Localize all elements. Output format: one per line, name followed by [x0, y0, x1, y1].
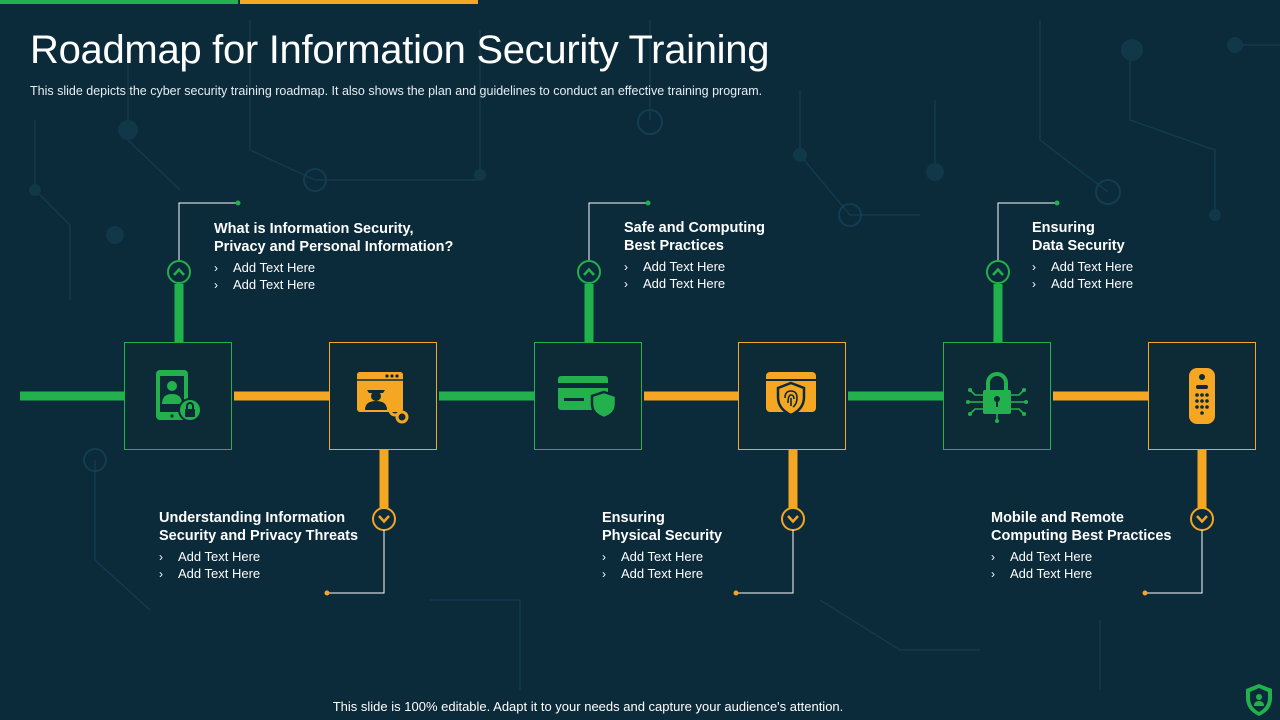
remote-control-icon	[1189, 368, 1215, 424]
step-box-1	[124, 342, 232, 450]
step-title-line: Privacy and Personal Information?	[214, 239, 454, 255]
top-connector-3	[986, 200, 1060, 342]
list-item: ›Add Text Here	[602, 549, 704, 564]
list-item: ›Add Text Here	[159, 549, 261, 564]
step-title-line: Understanding Information	[159, 510, 346, 526]
browser-hacker-icon	[357, 372, 409, 424]
step-bullets: ›Add Text Here ›Add Text Here	[624, 259, 765, 292]
step-title-line: Physical Security	[602, 528, 723, 544]
circuit-lock-icon	[966, 372, 1028, 423]
step-title-line: What is Information Security,	[214, 221, 414, 237]
step-bullets: ›Add Text Here ›Add Text Here	[159, 549, 358, 582]
list-item: ›Add Text Here	[1032, 275, 1134, 291]
step-title-line: Best Practices	[624, 238, 724, 254]
step-box-6	[1148, 342, 1256, 450]
step-title-line: Ensuring	[602, 510, 665, 526]
step-label-3: Safe and Computing Best Practices ›Add T…	[624, 219, 765, 292]
step-bullets: ›Add Text Here ›Add Text Here	[1032, 259, 1133, 292]
step-box-4	[738, 342, 846, 450]
list-item: ›Add Text Here	[602, 565, 704, 581]
step-label-1: What is Information Security, Privacy an…	[214, 220, 453, 293]
step-title-line: Ensuring	[1032, 220, 1095, 236]
top-connector-2	[577, 200, 651, 342]
step-title-line: Mobile and Remote	[991, 510, 1124, 526]
step-box-5	[943, 342, 1051, 450]
step-title-line: Computing Best Practices	[991, 528, 1172, 544]
list-item: ›Add Text Here	[1032, 259, 1134, 274]
step-label-4: Ensuring Physical Security ›Add Text Her…	[602, 509, 722, 582]
slide-title: Roadmap for Information Security Trainin…	[30, 28, 770, 72]
footer-note: This slide is 100% editable. Adapt it to…	[332, 699, 844, 714]
step-bullets: ›Add Text Here ›Add Text Here	[991, 549, 1172, 582]
list-item: ›Add Text Here	[991, 549, 1093, 564]
card-shield-icon	[558, 376, 618, 420]
list-item: ›Add Text Here	[214, 276, 316, 292]
list-item: ›Add Text Here	[159, 565, 261, 581]
step-box-3	[534, 342, 642, 450]
bottom-connector-3	[1142, 450, 1214, 596]
step-label-2: Understanding Information Security and P…	[159, 509, 358, 582]
top-accent-bar-orange	[240, 0, 478, 4]
tablet-user-lock-icon	[156, 370, 202, 422]
list-item: ›Add Text Here	[624, 275, 726, 291]
step-box-2	[329, 342, 437, 450]
list-item: ›Add Text Here	[624, 259, 726, 274]
step-title-line: Safe and Computing	[624, 220, 765, 236]
slide-subtitle: This slide depicts the cyber security tr…	[30, 84, 763, 98]
step-label-6: Mobile and Remote Computing Best Practic…	[991, 509, 1172, 582]
step-bullets: ›Add Text Here ›Add Text Here	[214, 260, 453, 293]
list-item: ›Add Text Here	[991, 565, 1093, 581]
bottom-connector-1	[324, 450, 396, 596]
list-item: ›Add Text Here	[214, 260, 316, 275]
fingerprint-shield-icon	[766, 372, 816, 417]
step-label-5: Ensuring Data Security ›Add Text Here ›A…	[1032, 219, 1133, 292]
step-title-line: Security and Privacy Threats	[159, 528, 359, 544]
top-accent-bar-green	[0, 0, 238, 4]
top-connector-1	[167, 200, 241, 342]
step-title-line: Data Security	[1032, 238, 1125, 254]
step-bullets: ›Add Text Here ›Add Text Here	[602, 549, 722, 582]
bottom-connector-2	[733, 450, 805, 596]
shield-logo-icon	[1246, 684, 1272, 716]
